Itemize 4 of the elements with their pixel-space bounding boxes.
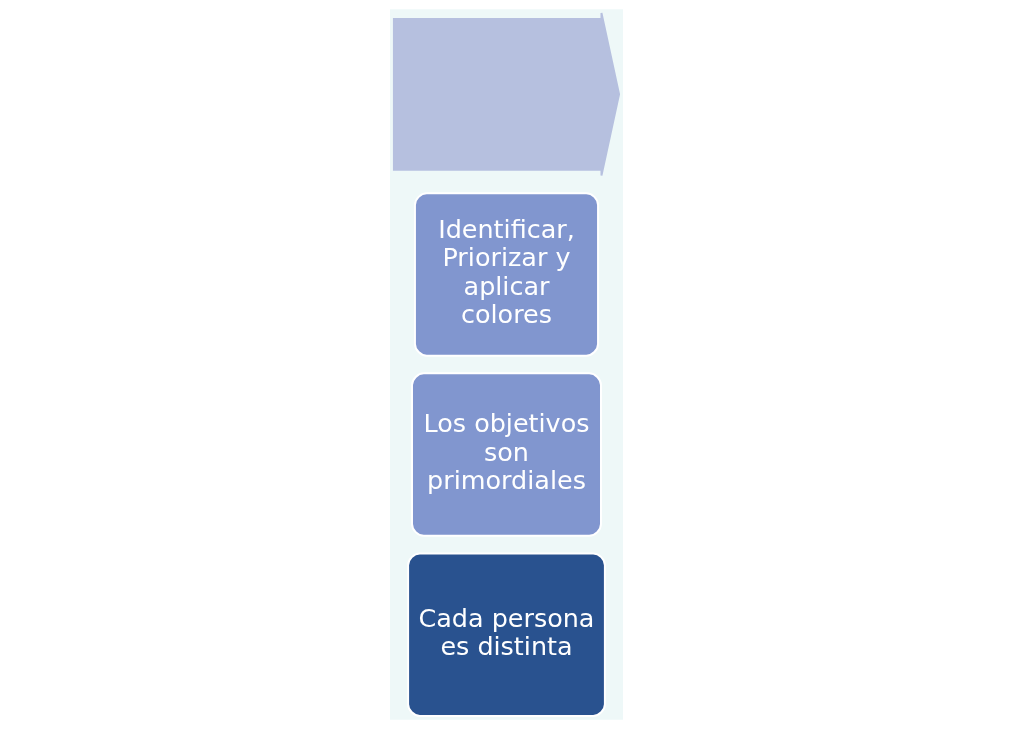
node-arrow	[392, 12, 621, 177]
node-box: Identificar, Priorizar y aplicar colores	[413, 192, 599, 357]
node-box: Los objetivos son primordiales	[411, 372, 602, 537]
node-box: Cada persona es distinta	[407, 552, 606, 717]
